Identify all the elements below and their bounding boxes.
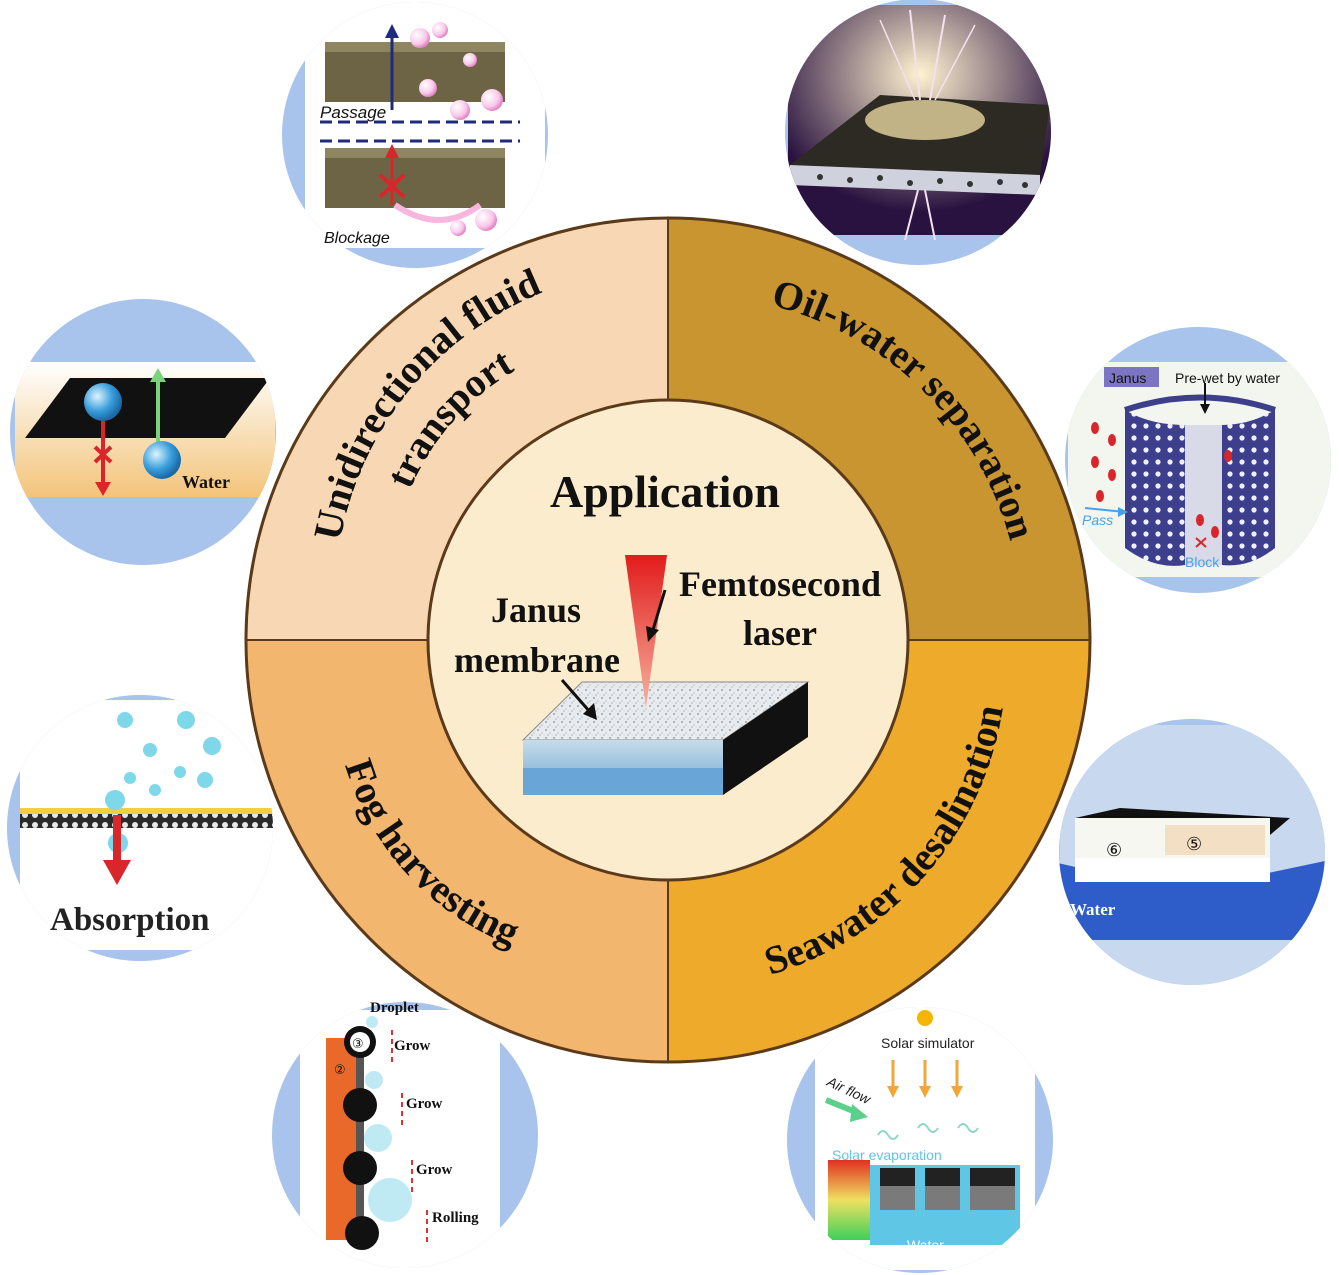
solar-evap-label: Solar evaporation (832, 1147, 942, 1163)
marker-2: ② (334, 1062, 346, 1077)
solar-simulator-label: Solar simulator (881, 1035, 975, 1051)
marker-3: ③ (352, 1036, 364, 1051)
center-content: Application Janus membrane Femtosecond l… (454, 466, 881, 795)
janus-label: Janus (491, 590, 581, 630)
desal-water-label: Water (1070, 900, 1116, 919)
passage-label: Passage (320, 103, 386, 122)
water-label: Water (182, 472, 230, 492)
panel-solar-evaporation: Solar simulator Air flow Solar evaporati… (787, 1007, 1053, 1273)
central-ring: Unidirectional fluid transport Oil-water… (244, 216, 1092, 1064)
outer-ring-outline (244, 216, 1092, 1064)
blockage-label: Blockage (324, 230, 390, 247)
grow-label-2: Grow (406, 1096, 443, 1112)
membrane-pointer-arrow (560, 679, 592, 713)
femtosecond-label: Femtosecond (679, 564, 881, 604)
laser-pointer-arrow (650, 589, 667, 634)
grow-label-3: Grow (416, 1162, 453, 1178)
marker-5: ⑤ (1186, 834, 1202, 854)
block-label: Block (1185, 554, 1220, 570)
droplet-label: Droplet (370, 1000, 419, 1016)
panel-desalination-block: ⑥ ⑤ Water (1059, 719, 1325, 985)
pass-label: Pass (1082, 512, 1113, 528)
femtosecond-laser-beam (625, 555, 667, 708)
membrane-block (521, 681, 810, 795)
laser-label: laser (743, 613, 817, 653)
panel-passage-blockage: Passage Blockage (282, 2, 548, 268)
janus-tag-label: Janus (1109, 370, 1146, 386)
solar-water-label: Water (907, 1237, 944, 1253)
panel-droplet-growth: Droplet ③ ② Grow Grow Grow Rolling (272, 1000, 538, 1268)
absorption-label: Absorption (50, 902, 210, 938)
application-title: Application (550, 466, 780, 517)
prewet-label: Pre-wet by water (1175, 370, 1280, 386)
membrane-label: membrane (454, 640, 620, 680)
panel-water-transport: Water (10, 299, 276, 565)
panel-absorption: Absorption (7, 695, 273, 961)
marker-6: ⑥ (1106, 840, 1122, 860)
panel-oil-water-photo (785, 0, 1051, 265)
grow-label-1: Grow (394, 1038, 431, 1054)
panel-janus-cylinder: Janus Pre-wet by water Pass Block (1065, 327, 1331, 593)
rolling-label: Rolling (432, 1210, 479, 1226)
